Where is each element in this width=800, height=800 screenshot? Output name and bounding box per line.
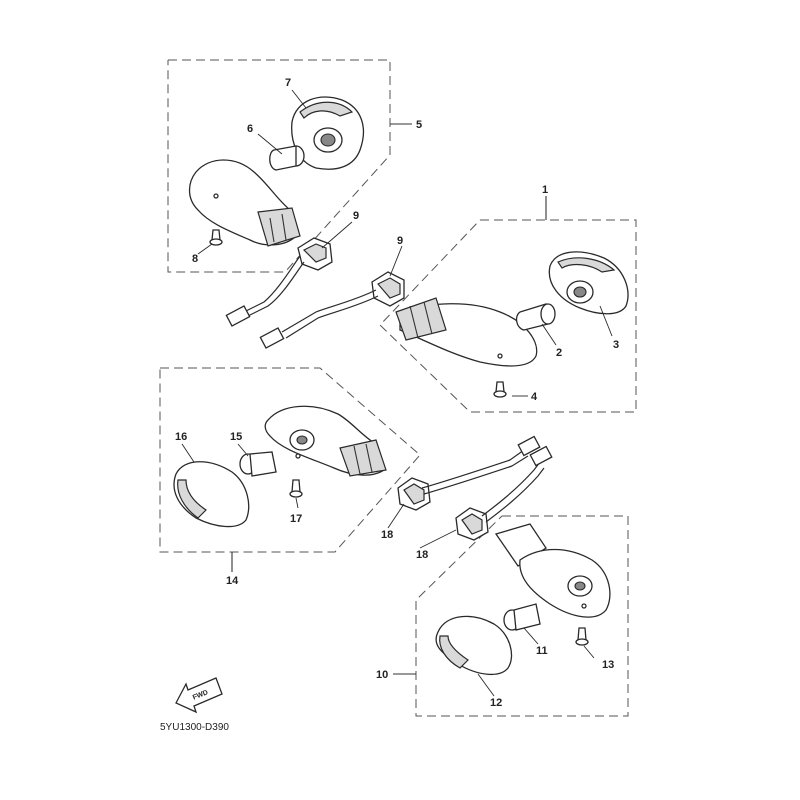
callout-14: 14 [226,575,239,587]
bulb-2 [515,303,556,331]
housing-5 [188,159,301,247]
callout-3: 3 [613,339,619,351]
callout-13: 13 [602,659,614,671]
group-outline-5 [167,59,391,273]
callout-9-upper: 9 [353,210,359,222]
callout-4: 4 [531,391,538,403]
group-outline-1 [379,219,637,413]
callout-numbers: 7 6 5 8 9 9 1 2 3 4 16 15 17 18 18 14 11… [175,77,619,709]
wire-left-lower [259,289,379,349]
housing-14 [264,405,387,477]
lens-3 [548,251,629,315]
group-outline-10 [415,515,629,717]
callout-10: 10 [376,669,388,681]
grommet-9-upper [297,237,333,271]
screw-4 [493,381,507,398]
screw-8 [209,229,223,246]
grommet-9-lower [371,271,405,307]
callout-1: 1 [542,184,548,196]
callout-12: 12 [490,697,502,709]
callout-18-left: 18 [381,529,393,541]
leader-lines [181,89,613,697]
housing-1 [395,297,538,367]
lens-16 [173,461,250,528]
lens-12 [435,615,513,675]
fwd-arrow-icon: FWD [175,677,223,714]
callout-2: 2 [556,347,562,359]
wire-right-upper [421,435,541,495]
grommet-18-left [397,477,431,511]
callout-11: 11 [536,645,548,657]
callout-9-lower: 9 [397,235,403,247]
lens-7 [291,96,364,170]
callout-6: 6 [247,123,253,135]
group-outline-14 [159,367,421,553]
callout-5: 5 [416,119,422,131]
wire-right-lower [481,445,553,523]
bulb-15 [239,451,277,477]
callout-17: 17 [290,513,302,525]
wire-left-upper [225,255,305,327]
diagram-code: 5YU1300-D390 [160,722,229,733]
callout-8: 8 [192,253,198,265]
bulb-6 [269,145,305,171]
callout-16: 16 [175,431,187,443]
bulb-11 [503,603,541,631]
callout-15: 15 [230,431,242,443]
callout-18-right: 18 [416,549,428,561]
screw-13 [575,627,589,646]
grommet-18-right [455,507,489,541]
housing-10 [494,523,611,618]
callout-7: 7 [285,77,291,89]
screw-17 [289,453,303,498]
